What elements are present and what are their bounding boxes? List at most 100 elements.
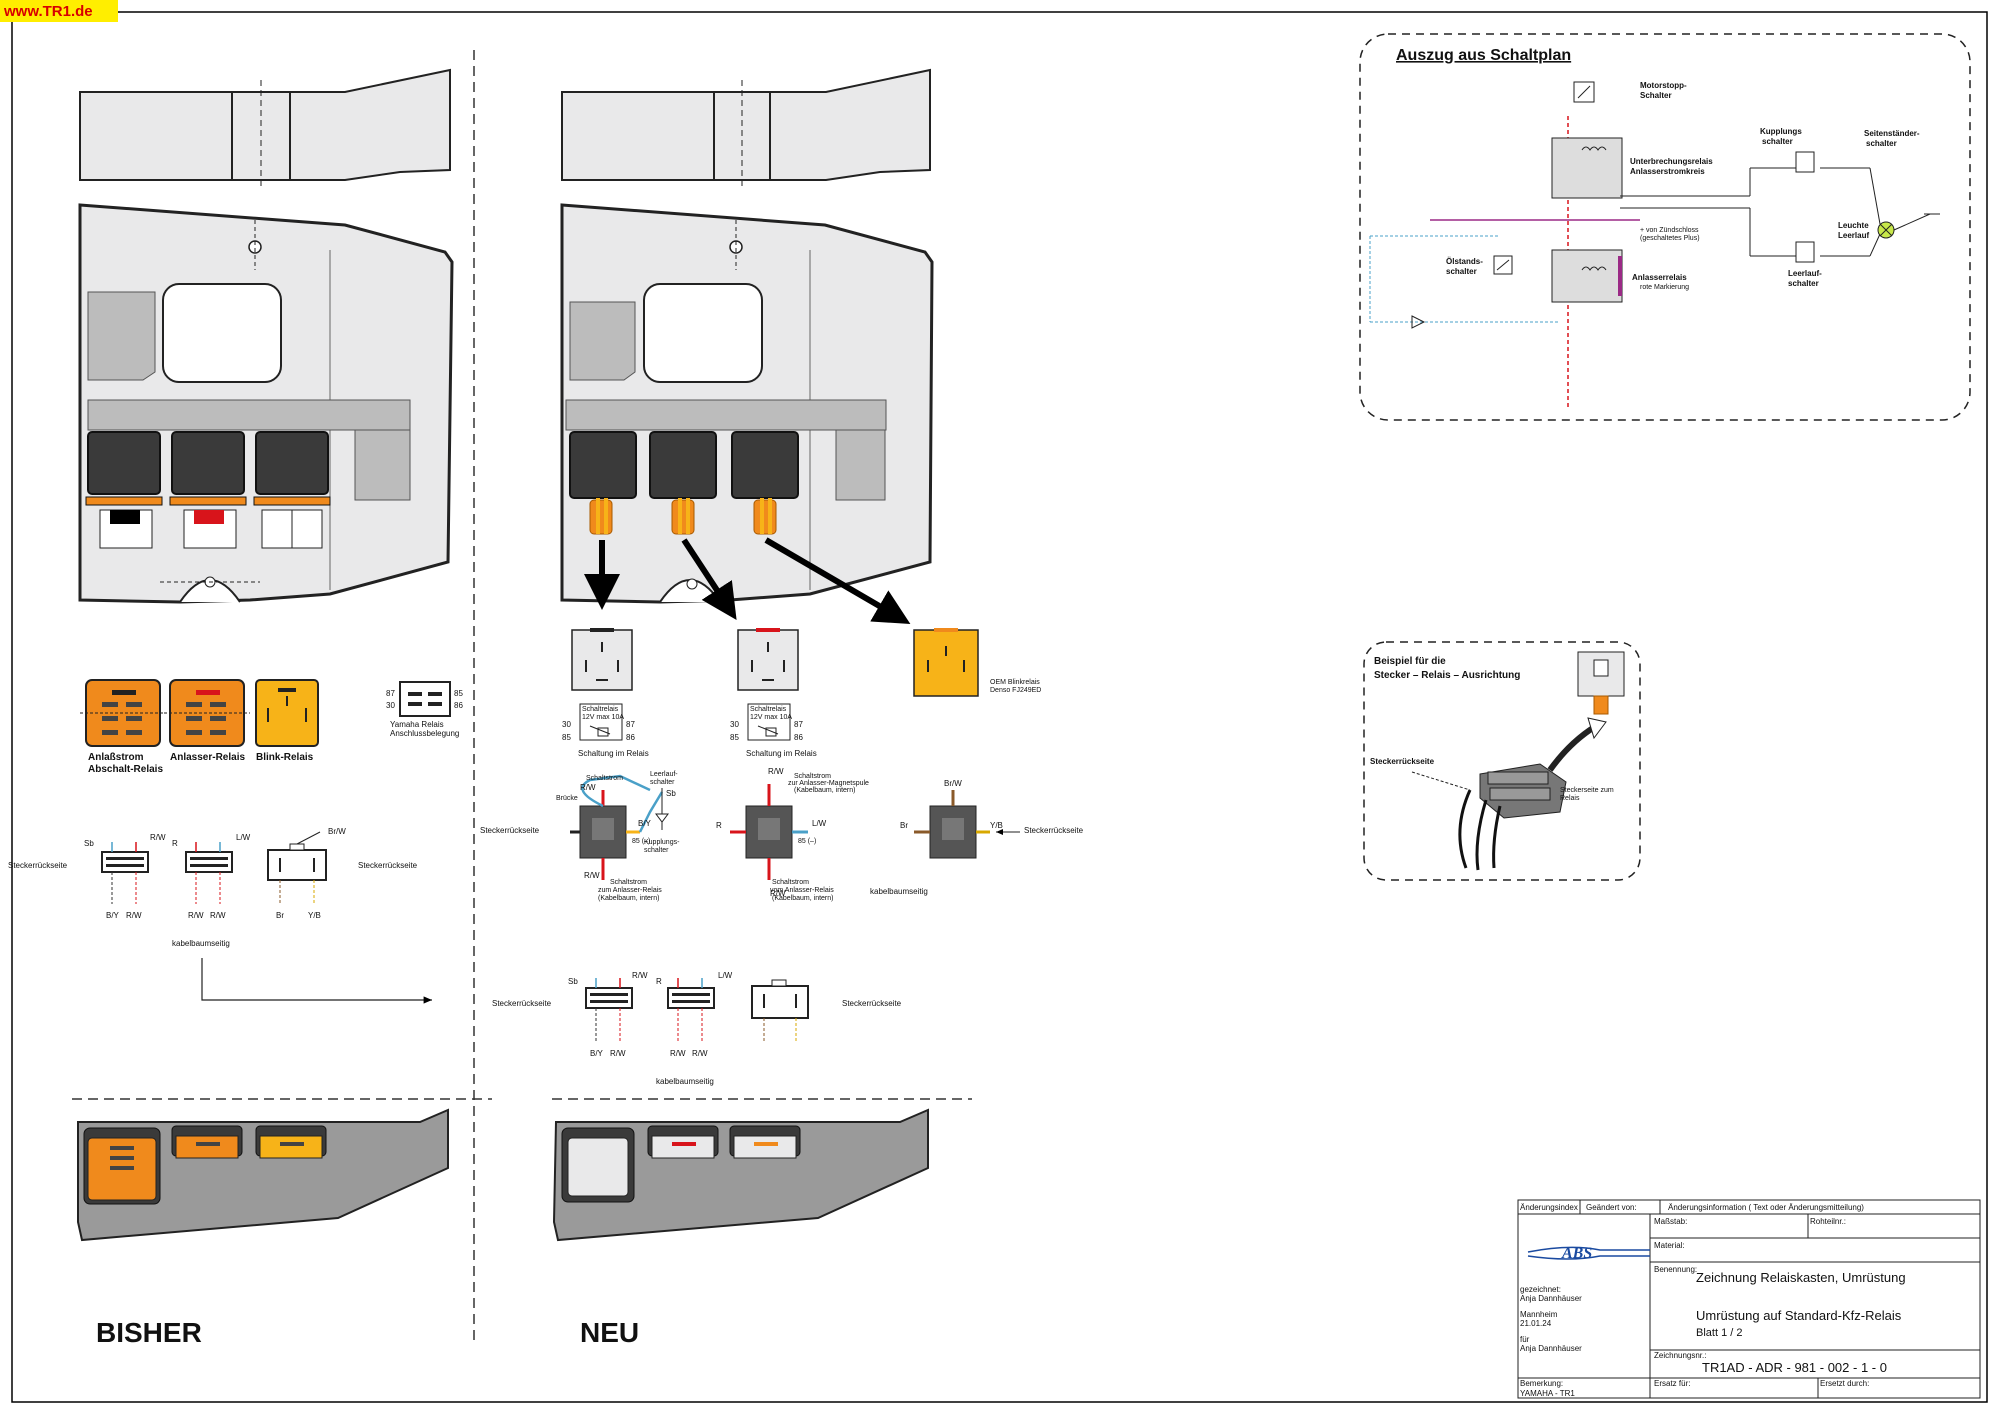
anno-zum-anlasser-3: (Kabelbaum, intern) [598, 895, 659, 902]
bisher-top-view [79, 68, 451, 190]
detail-wire-sb: Sb [666, 789, 676, 798]
relay-schematic-2: Schaltrelais 12V max 10A 30 87 85 86 Sch… [730, 703, 817, 758]
pin30-b: 30 [730, 720, 739, 729]
wire-label-rw-b2: R/W [188, 911, 204, 920]
detail-wire-rw-1: R/W [580, 783, 596, 792]
yamaha-pin-87: 87 [386, 689, 395, 698]
neu-wire-rw-top: R/W [632, 971, 648, 980]
relay-schematic-1: Schaltrelais 12V max 10A 30 87 85 86 Sch… [562, 703, 649, 758]
relay-spec-2a: Schaltrelais [750, 706, 787, 713]
anno-zum-anlasser-1: Schaltstrom [610, 879, 647, 886]
seitenstaender-1: Seitenständer- [1864, 129, 1920, 138]
detail-wire-rw-4: R/W [770, 889, 786, 898]
oem-caption-1: OEM Blinkrelais [990, 679, 1040, 686]
schaltplan-panel: Auszug aus Schaltplan Motorstop [1359, 33, 1971, 421]
anno-pin85-1: 85 (–) [632, 838, 650, 845]
pin30-a: 30 [562, 720, 571, 729]
detail-wire-rw-2: R/W [584, 871, 600, 880]
tb-benennung: Benennung: [1654, 1265, 1697, 1274]
neu-detail-connector-side: Steckerrückseite [480, 826, 540, 835]
pin85-b: 85 [730, 733, 739, 742]
pin85-a: 85 [562, 733, 571, 742]
leerlauf-2: schalter [1788, 279, 1819, 288]
wire-label-rw-b3: R/W [210, 911, 226, 920]
tb-zeichnungsnr: TR1AD - ADR - 981 - 002 - 1 - 0 [1702, 1360, 1887, 1375]
tb-gezeichnet-name: Anja Dannhäuser [1520, 1294, 1582, 1303]
relay-caption-anlassstrom-1: Anlaßstrom [88, 752, 144, 763]
anno-leerlauf-2: schalter [650, 779, 675, 786]
tb-material: Material: [1654, 1241, 1685, 1250]
anno-magnet-1: Schaltstrom [794, 773, 831, 780]
neu-wire-rw-b1: R/W [610, 1049, 626, 1058]
tb-ersetzt-durch: Ersetzt durch: [1820, 1379, 1869, 1388]
beispiel-title-1: Beispiel für die [1374, 656, 1446, 667]
neu-connector-1: Sb R/W B/Y R/W [568, 971, 648, 1058]
neu-connector-3 [751, 979, 809, 1042]
neu-label: NEU [580, 1317, 639, 1348]
schaltplan-title: Auszug aus Schaltplan [1396, 47, 1571, 64]
wire-label-br: Br [276, 911, 284, 920]
tb-ersatz-fuer: Ersatz für: [1654, 1379, 1690, 1388]
anno-bruecke: Brücke [556, 795, 578, 802]
pin86-b: 86 [794, 733, 803, 742]
detail-wire-rw-3: R/W [768, 767, 784, 776]
pin87-a: 87 [626, 720, 635, 729]
yamaha-relay-pinout: 87 85 30 86 Yamaha Relais Anschlussbeleg… [386, 681, 463, 738]
neu-connector-2: R L/W R/W R/W [656, 971, 733, 1058]
kupplung-1: Kupplungs [1760, 127, 1802, 136]
detail-connector-side-right: Steckerrückseite [1024, 826, 1084, 835]
detail-wire-br: Br [900, 821, 908, 830]
detail-relay-2: R/W Schaltstrom zur Anlasser-Magnetspule… [716, 767, 869, 902]
title-block: Änderungsindex Geändert von: Änderungsin… [1517, 1199, 1981, 1399]
tb-title-1: Zeichnung Relaiskasten, Umrüstung [1696, 1270, 1906, 1285]
beispiel-zum-relais-2: Relais [1560, 795, 1580, 802]
bisher-harness-side: kabelbaumseitig [172, 939, 230, 948]
bisher-connector-2: R L/W R/W R/W [172, 833, 251, 920]
arrow-to-relay-2 [681, 538, 737, 621]
yamaha-pin-86: 86 [454, 701, 463, 710]
detail-wire-lw: L/W [812, 819, 827, 828]
anno-magnet-2: zur Anlasser-Magnetspule [788, 780, 869, 787]
tb-title-2: Umrüstung auf Standard-Kfz-Relais [1696, 1308, 1902, 1323]
tb-gezeichnet-label: gezeichnet: [1520, 1285, 1561, 1294]
neu-harness-side-detail: kabelbaumseitig [870, 887, 928, 896]
zuendschloss-2: (geschaltetes Plus) [1640, 235, 1700, 242]
schaltung-label-1: Schaltung im Relais [578, 749, 649, 758]
arrow-to-relay-3 [764, 537, 911, 625]
anno-pin85-2: 85 (–) [798, 838, 816, 845]
neu-connector-side-right: Steckerrückseite [842, 999, 902, 1008]
relay-caption-anlassstrom-2: Abschalt-Relais [88, 764, 163, 775]
tb-blatt: Blatt 1 / 2 [1696, 1327, 1742, 1339]
anno-leerlauf-1: Leerlauf- [650, 771, 678, 778]
tb-bemerkung: YAMAHA - TR1 [1520, 1389, 1575, 1398]
neu-wire-sb: Sb [568, 977, 578, 986]
anno-vom-anlasser-1: Schaltstrom [772, 879, 809, 886]
tb-fuer-label: für [1520, 1335, 1530, 1344]
neu-wire-rw-b2: R/W [670, 1049, 686, 1058]
tb-fuer-name: Anja Dannhäuser [1520, 1344, 1582, 1353]
neu-relay-oem-blink [913, 628, 979, 697]
beispiel-stecker-label: Steckerrückseite [1370, 757, 1435, 766]
detail-relay-1: Schaltstrom Leerlauf- schalter Brücke R/… [556, 771, 680, 902]
tb-aenderungsinfo: Änderungsinformation ( Text oder Änderun… [1668, 1203, 1864, 1212]
leerlauf-1: Leerlauf- [1788, 269, 1822, 278]
tb-date: 21.01.24 [1520, 1319, 1552, 1328]
neu-relay-2 [737, 628, 799, 691]
tb-place: Mannheim [1520, 1310, 1558, 1319]
neu-relay-1 [571, 628, 633, 691]
schaltung-label-2: Schaltung im Relais [746, 749, 817, 758]
zuendschloss-1: + von Zündschloss [1640, 227, 1699, 234]
bisher-connector-side-left: Steckerrückseite [8, 861, 68, 870]
tb-zeichnungsnr-label: Zeichnungsnr.: [1654, 1351, 1706, 1360]
beispiel-panel: Beispiel für die Stecker – Relais – Ausr… [1363, 641, 1641, 881]
anno-schaltstrom-1: Schaltstrom [586, 775, 623, 782]
leuchte-1: Leuchte [1838, 221, 1869, 230]
wire-label-lw: L/W [236, 833, 251, 842]
bisher-bottom-view [77, 1108, 449, 1242]
relay-spec-1a: Schaltrelais [582, 706, 619, 713]
bisher-label: BISHER [96, 1317, 202, 1348]
oelstand-1: Ölstands- [1446, 257, 1483, 266]
wire-label-rw-bottom: R/W [126, 911, 142, 920]
wire-label-r: R [172, 839, 178, 848]
wire-label-by: B/Y [106, 911, 120, 920]
